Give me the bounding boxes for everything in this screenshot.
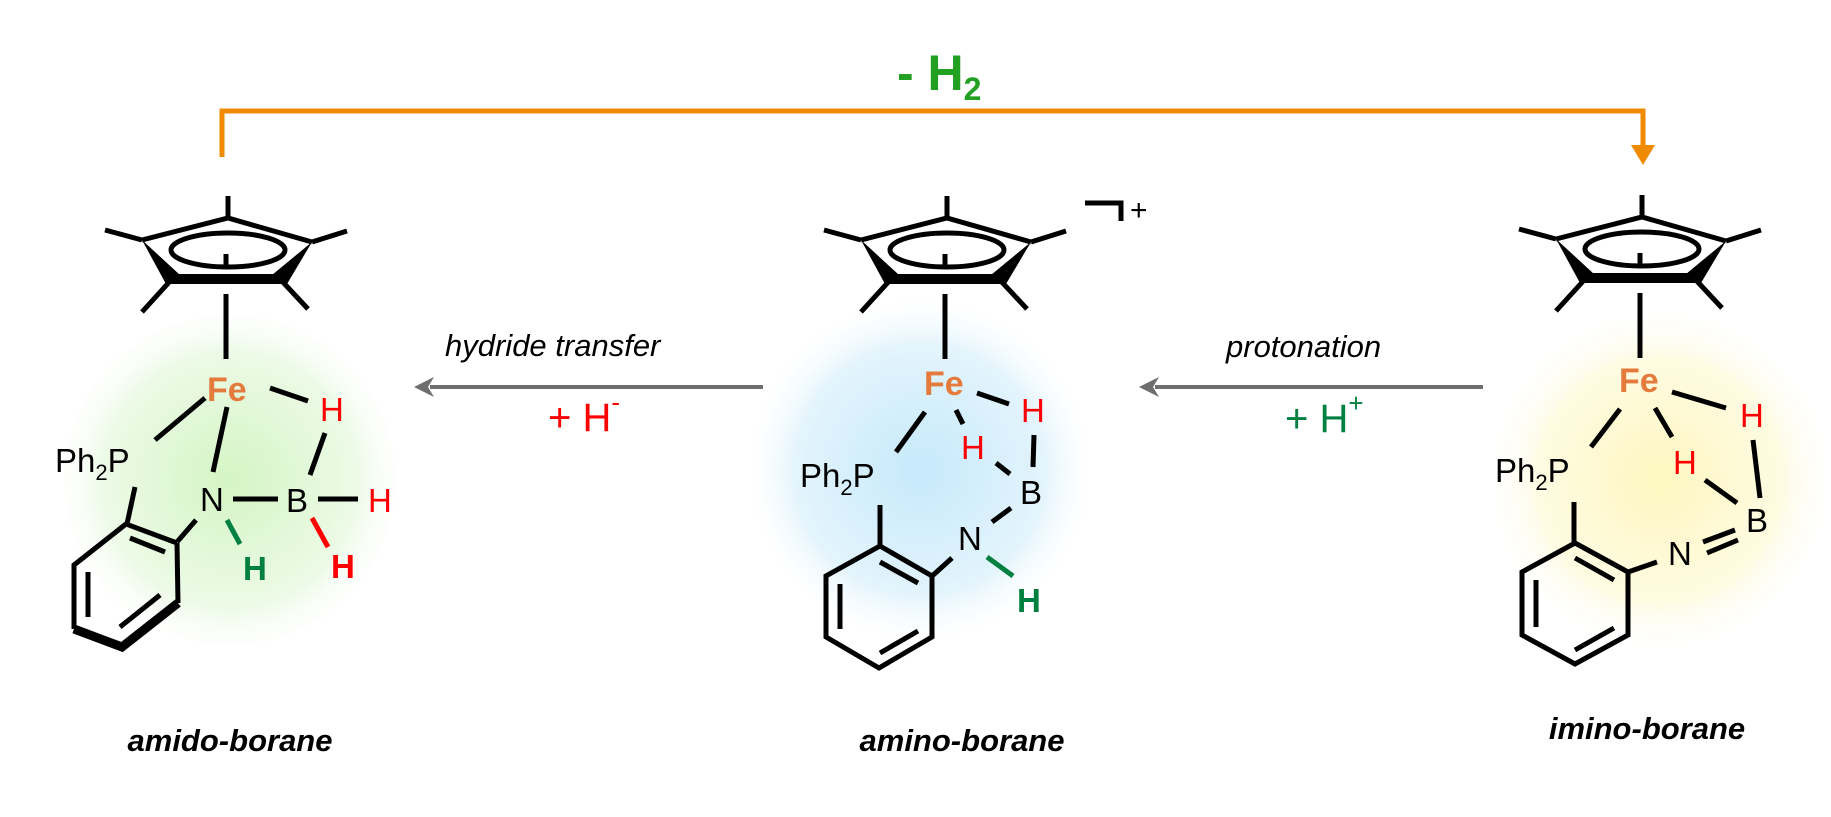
cation-charge: + — [1130, 194, 1148, 227]
compound-name: imino-borane — [1549, 711, 1745, 746]
benzene-ring — [71, 521, 181, 653]
arrow-head-icon — [414, 377, 434, 397]
boron-atom: B — [1020, 474, 1042, 511]
hydride-transfer-label: hydride transfer — [445, 328, 662, 363]
compound-name: amido-borane — [128, 723, 333, 758]
bridging-hydride: H — [320, 391, 344, 428]
fe-atom: Fe — [924, 365, 964, 403]
compound-amido-borane: Fe H B H H N Ph2P H amido-borane — [55, 196, 392, 758]
green-highlight — [50, 300, 410, 660]
bridging-hydride: H — [961, 429, 985, 466]
boron-atom: B — [286, 482, 308, 519]
benzene-ring — [1519, 540, 1631, 667]
proton-reagent: + H+ — [1285, 388, 1364, 441]
phosphine-group: Ph2P — [55, 442, 130, 485]
arrow-head-icon — [1631, 145, 1655, 165]
h2-loss-label: - H2 — [897, 45, 981, 107]
h2-loss-arrow: - H2 — [219, 45, 1655, 165]
fe-atom: Fe — [1619, 362, 1659, 400]
blue-highlight — [742, 292, 1098, 648]
amine-proton: H — [243, 550, 267, 587]
bridging-hydride: H — [1673, 444, 1697, 481]
nitrogen-atom: N — [200, 481, 224, 518]
terminal-hydride: H — [331, 548, 355, 585]
cation-bracket — [1085, 200, 1124, 221]
nitrogen-atom: N — [958, 520, 982, 557]
protonation-arrow: protonation + H+ — [1139, 329, 1483, 441]
hydride-transfer-arrow: hydride transfer + H- — [414, 328, 763, 440]
phosphine-group: Ph2P — [800, 457, 875, 500]
arrow-head-icon — [1139, 377, 1159, 397]
compound-imino-borane: Fe H H B N Ph2P imino-borane — [1495, 195, 1768, 746]
hydride-reagent: + H- — [548, 387, 620, 440]
boron-atom: B — [1746, 502, 1768, 539]
bridging-hydride: H — [1740, 397, 1764, 434]
phosphine-group: Ph2P — [1495, 452, 1570, 495]
amine-proton: H — [1017, 582, 1041, 619]
fe-atom: Fe — [207, 371, 247, 409]
benzene-ring — [823, 543, 935, 671]
protonation-label: protonation — [1225, 329, 1381, 364]
bridging-hydride: H — [1021, 392, 1045, 429]
nitrogen-atom: N — [1668, 535, 1692, 572]
terminal-hydride: H — [368, 482, 392, 519]
yellow-highlight — [1485, 305, 1831, 655]
compound-name: amino-borane — [860, 723, 1065, 758]
compound-amino-borane: + Fe H H B N H Ph2P amino-borane — [800, 194, 1148, 758]
